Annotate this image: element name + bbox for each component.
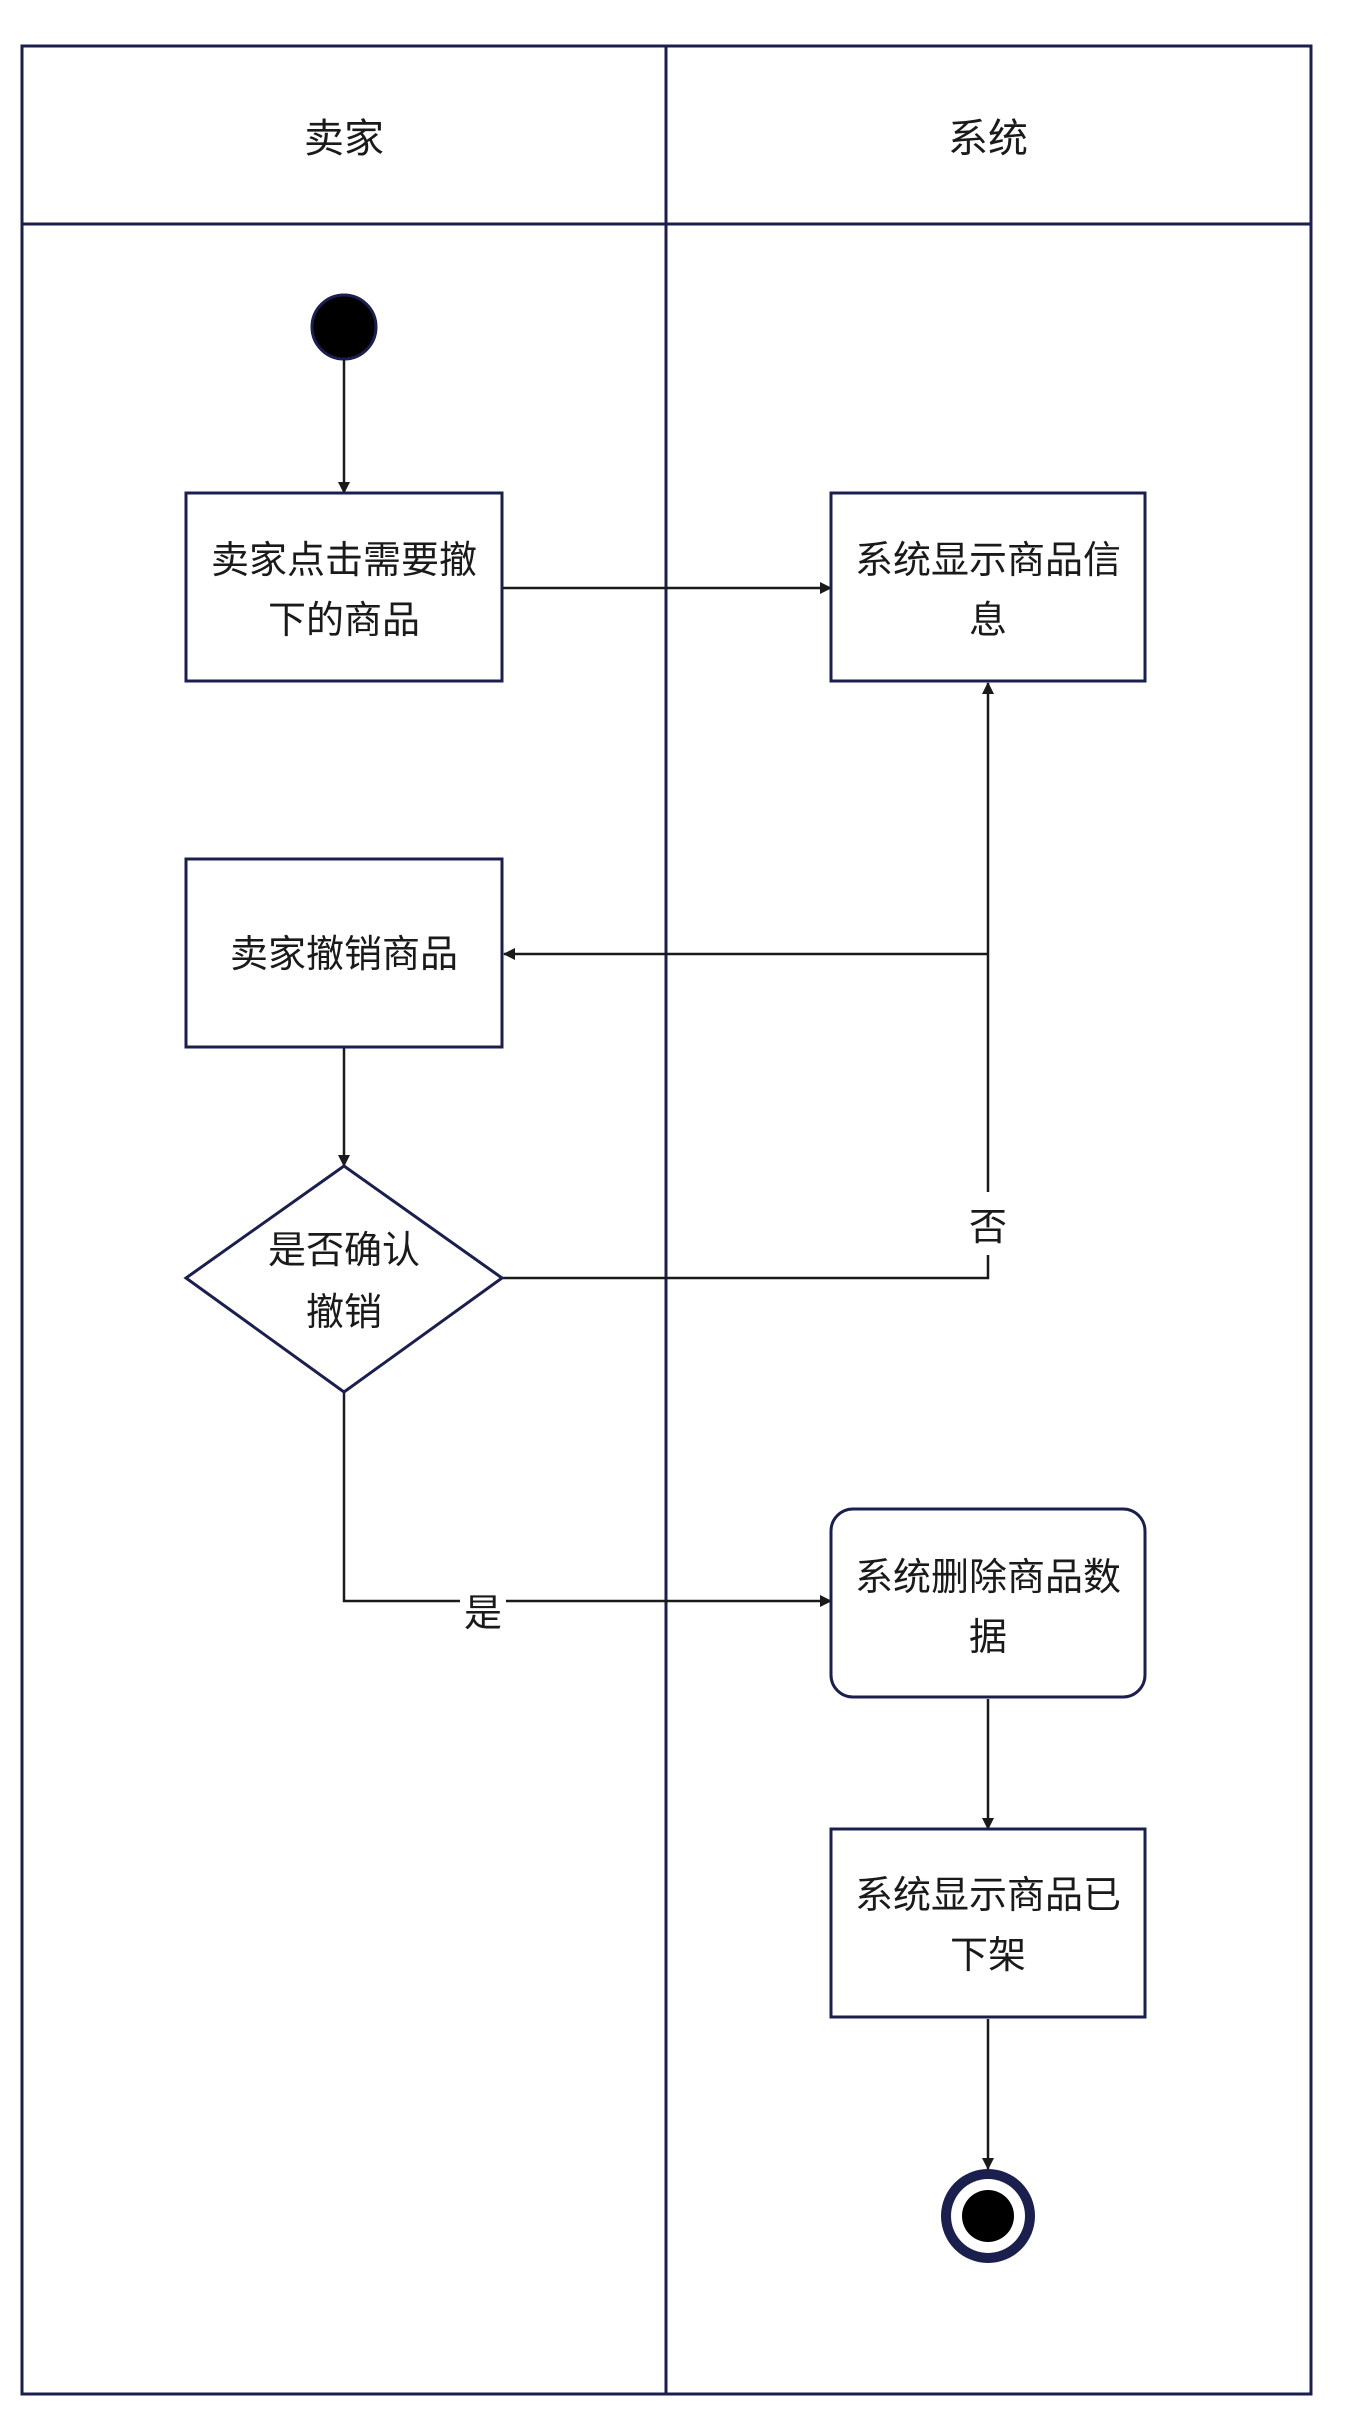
node-system-delete-line1: 系统删除商品数 [855,1555,1121,1599]
node-system-show-info: 系统显示商品信 息 [829,491,1147,683]
node-confirm-decision: 是否确认 撤销 [183,1164,505,1394]
node-seller-click: 卖家点击需要撤 下的商品 [184,491,504,683]
node-system-show-info-line1: 系统显示商品信 [855,538,1121,582]
node-seller-click-box [184,491,504,683]
end-node [941,2169,1035,2263]
decision-diamond [183,1164,505,1394]
end-node-dot [962,2190,1014,2242]
node-system-show-off: 系统显示商品已 下架 [829,1827,1147,2019]
edge-yes-left [342,1392,460,1603]
edge-label-no: 否 [969,1205,1007,1249]
node-system-show-info-line2: 息 [969,598,1007,642]
lane-title-seller: 卖家 [304,116,384,162]
start-node [310,293,378,361]
node-seller-click-line2: 下的商品 [268,598,420,642]
node-seller-revoke-box [184,857,504,1049]
decision-line1: 是否确认 [268,1228,420,1272]
edge-label-yes: 是 [464,1591,502,1635]
edges [338,359,994,2170]
node-system-show-off-box [829,1827,1147,2019]
node-system-delete: 系统删除商品数 据 [829,1507,1147,1699]
swimlane-frame [20,44,1313,2396]
node-system-show-off-line1: 系统显示商品已 [855,1873,1121,1917]
node-system-show-info-box [829,491,1147,683]
decision-line2: 撤销 [306,1290,382,1334]
node-system-delete-box [829,1507,1147,1699]
node-seller-revoke-label: 卖家撤销商品 [230,932,458,976]
lane-title-system: 系统 [948,116,1028,162]
edge-no-to-show-info [502,1255,990,1280]
node-system-delete-line2: 据 [969,1615,1007,1659]
node-seller-revoke: 卖家撤销商品 [184,857,504,1049]
node-system-show-off-line2: 下架 [950,1933,1026,1977]
node-seller-click-line1: 卖家点击需要撤 [211,538,477,582]
